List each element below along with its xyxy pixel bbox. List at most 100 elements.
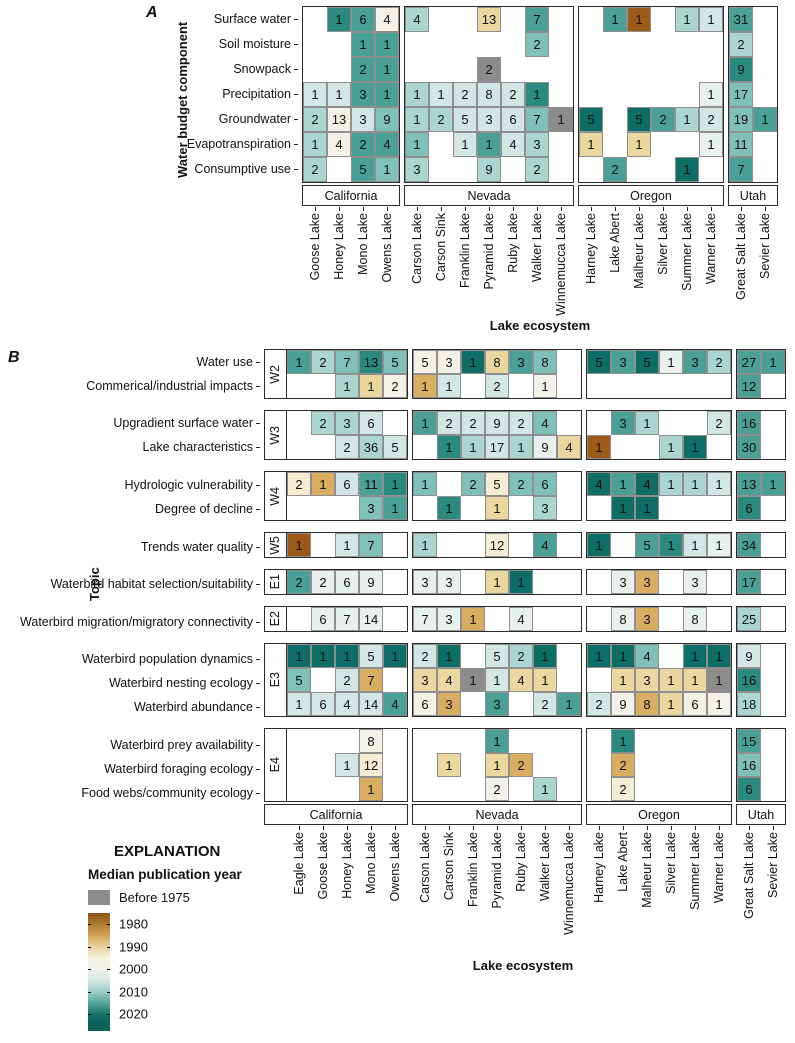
row-tick — [256, 546, 260, 548]
heatmap-cell: 1 — [587, 435, 611, 459]
column-label: Goose Lake — [311, 826, 335, 948]
heatmap-cell — [683, 753, 707, 777]
state-band: Utah — [736, 804, 786, 825]
heatmap-cell: 1 — [485, 668, 509, 692]
heatmap-cell — [557, 350, 581, 374]
heatmap-cell — [437, 533, 461, 557]
heatmap-cell — [311, 533, 335, 557]
heatmap-cell: 6 — [311, 607, 335, 631]
heatmap-cell — [335, 777, 359, 801]
heatmap-cell — [429, 32, 453, 57]
column-label-text: Silver Lake — [656, 213, 671, 275]
column-tick — [686, 207, 688, 211]
heatmap-cell: 6 — [351, 7, 375, 32]
heatmap-cell: 5 — [383, 350, 407, 374]
heatmap-cell — [533, 570, 557, 594]
heatmap-cell: 1 — [413, 533, 437, 557]
column-label: Summer Lake — [675, 207, 699, 329]
heatmap-cell: 4 — [383, 692, 407, 716]
column-tick — [520, 826, 522, 830]
heatmap-cell: 5 — [635, 350, 659, 374]
column-tick — [614, 207, 616, 211]
row-label-text: Upgradient surface water — [113, 416, 253, 431]
heatmap-cell: 1 — [461, 350, 485, 374]
heatmap-cell — [429, 57, 453, 82]
heatmap-cell: 1 — [287, 692, 311, 716]
heatmap-cell: 1 — [533, 777, 557, 801]
heatmap-cell: 5 — [351, 157, 375, 182]
heatmap-cell — [753, 157, 777, 182]
state-band: Oregon — [578, 185, 724, 206]
heatmap-cell — [761, 777, 785, 801]
heatmap-cell: 1 — [383, 644, 407, 668]
heatmap-cell: 2 — [311, 570, 335, 594]
heatmap-cell: 2 — [311, 350, 335, 374]
column-tick — [764, 207, 766, 211]
heatmap-cell — [509, 777, 533, 801]
heatmap-cell: 16 — [737, 753, 761, 777]
colorbar-tick — [107, 946, 110, 948]
heatmap-cell: 3 — [477, 107, 501, 132]
column-label-text: Summer Lake — [688, 832, 703, 910]
heatmap-cell: 2 — [485, 374, 509, 398]
heatmap-cell — [659, 777, 683, 801]
column-label-text: Carson Sink — [442, 832, 457, 901]
heatmap-cell: 1 — [359, 777, 383, 801]
group-code-text: W2 — [268, 364, 283, 384]
row-label: Surface water — [0, 7, 298, 32]
heatmap-cell — [287, 607, 311, 631]
heatmap-cell: 9 — [533, 435, 557, 459]
heatmap-cell: 15 — [737, 729, 761, 753]
heatmap-cell: 2 — [429, 107, 453, 132]
colorbar-tick — [88, 991, 91, 993]
heatmap-cell — [557, 729, 581, 753]
column-label-text: Mono Lake — [364, 832, 379, 894]
colorbar-tick-label: 2020 — [119, 1006, 148, 1022]
heatmap-cell: 3 — [525, 132, 549, 157]
heatmap-cell — [557, 411, 581, 435]
heatmap-cell — [603, 132, 627, 157]
heatmap-cell: 8 — [683, 607, 707, 631]
heatmap-cell — [675, 132, 699, 157]
heatmap-cell — [761, 607, 785, 631]
group-code-label: W5 — [265, 533, 287, 557]
row-label: Consumptive use — [0, 157, 298, 182]
column-label-text: Summer Lake — [680, 213, 695, 291]
row-label: Hydrologic vulnerability — [0, 473, 260, 497]
heatmap-cell: 1 — [659, 435, 683, 459]
heatmap-cell: 1 — [375, 57, 399, 82]
heatmap-cell: 1 — [699, 7, 723, 32]
heatmap-cell: 2 — [453, 82, 477, 107]
group-code-text: E4 — [268, 757, 283, 773]
colorbar-tick — [88, 946, 91, 948]
heatmap-cell: 2 — [525, 32, 549, 57]
heatmap-cell: 13 — [359, 350, 383, 374]
heatmap-cell — [603, 32, 627, 57]
column-label-text: Eagle Lake — [292, 832, 307, 895]
column-label-text: Great Salt Lake — [734, 213, 749, 300]
heatmap-cell — [501, 157, 525, 182]
state-band: California — [264, 804, 408, 825]
column-label-text: Harney Lake — [584, 213, 599, 284]
heatmap-cell: 1 — [453, 132, 477, 157]
heatmap-cell: 1 — [611, 668, 635, 692]
heatmap-cell — [303, 57, 327, 82]
heatmap-cell: 2 — [485, 777, 509, 801]
row-label: Lake characteristics — [0, 436, 260, 460]
heatmap-cell: 1 — [461, 435, 485, 459]
heatmap-cell — [405, 32, 429, 57]
column-tick — [464, 207, 466, 211]
heatmap-cell: 1 — [287, 644, 311, 668]
state-band: Nevada — [404, 185, 574, 206]
heatmap-cell — [557, 472, 581, 496]
heatmap-cell: 7 — [729, 157, 753, 182]
heatmap-cell — [383, 753, 407, 777]
column-label: Warner Lake — [699, 207, 723, 329]
column-tick — [416, 207, 418, 211]
